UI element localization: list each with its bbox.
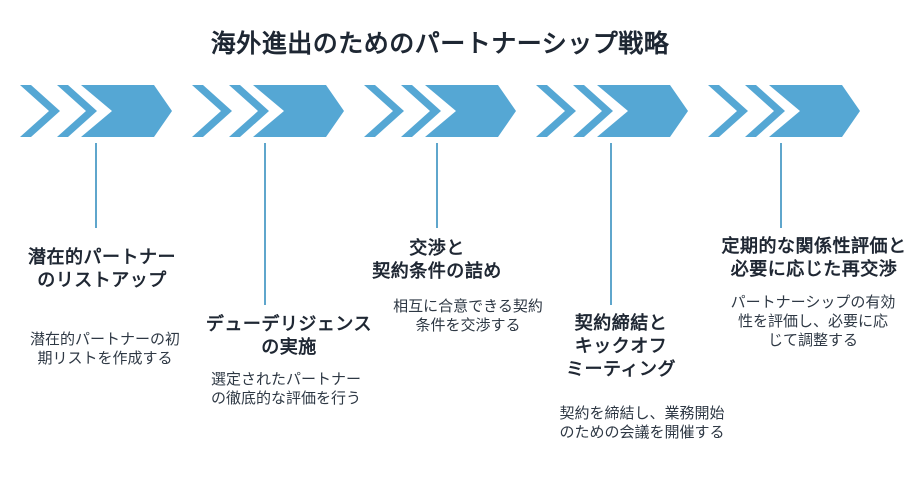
stage-5-title: 定期的な関係性評価と 必要に応じた再交渉 [721,236,907,279]
connector-line [264,143,266,305]
connector-line [610,143,612,305]
connector-line [436,143,438,228]
stage-1-description: 潜在的パートナーの初 期リストを作成する [29,331,180,367]
stage-1-title: 潜在的パートナー のリストアップ [28,247,176,290]
stage-4-description: 契約を締結し、業務開始 のための会議を開催する [559,405,725,441]
chevron-right-arrow-icon [364,85,516,137]
chevron-right-arrow-icon [192,85,344,137]
stage-4-title: 契約締結と キックオフ ミーティング [566,313,676,379]
stage-2-title: デューデリジェンス の実施 [205,314,373,357]
stage-2-description: 選定されたパートナー の徹底的な評価を行う [210,371,361,407]
diagram-title: 海外進出のためのパートナーシップ戦略 [210,30,670,58]
chevron-right-arrow-icon [536,85,688,137]
chevron-right-arrow-icon [20,85,172,137]
stage-3-title: 交渉と 契約条件の詰め [372,238,502,281]
chevron-right-arrow-icon [708,85,860,137]
connector-line [780,143,782,228]
stage-5-description: パートナーシップの有効 性を評価し、必要に応 じて調整する [730,294,896,349]
stage-3-description: 相互に合意できる契約 条件を交渉する [393,298,543,334]
connector-line [95,143,97,228]
